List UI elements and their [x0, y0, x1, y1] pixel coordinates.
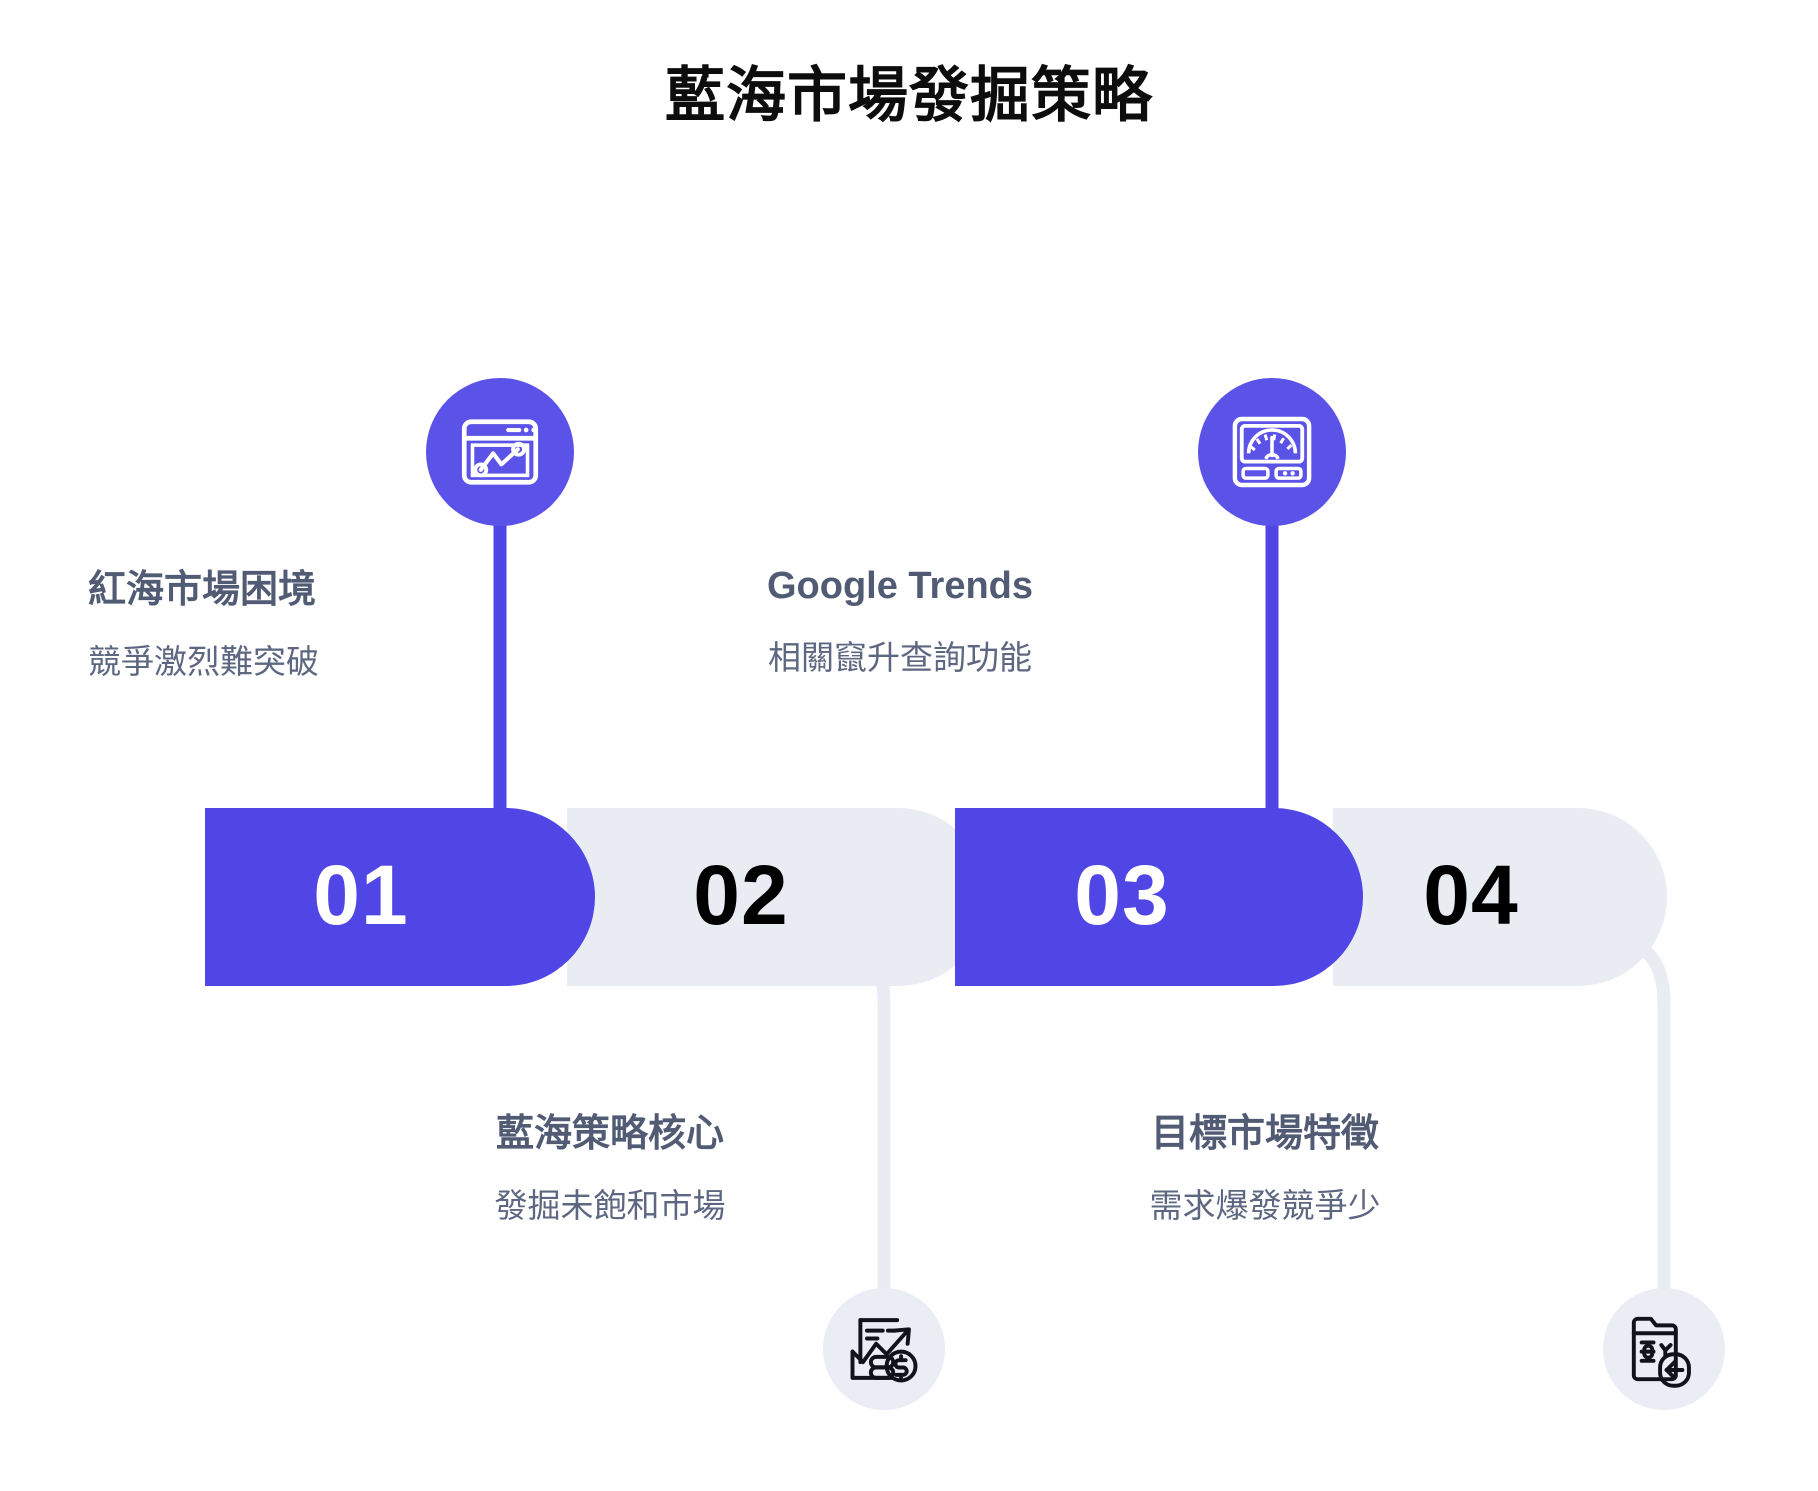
page-title: 藍海市場發掘策略 [665, 62, 1153, 129]
callout-step-01: 紅海市場困境 競爭激烈難突破 [88, 566, 428, 684]
gauge-meter-glyph [1232, 416, 1312, 488]
callout-subtitle-02: 發掘未飽和市場 [494, 1187, 726, 1225]
callout-step-02: 藍海策略核心 發掘未飽和市場 [400, 1110, 820, 1228]
callout-step-04: 目標市場特徵 需求爆發競爭少 [1055, 1110, 1475, 1228]
gauge-meter-icon[interactable] [1198, 378, 1346, 526]
document-tag-arrow-icon[interactable] [1603, 1288, 1725, 1410]
step-bar-03[interactable]: 03 [955, 808, 1363, 986]
callout-step-03: Google Trends 相關竄升查詢功能 [690, 562, 1110, 680]
step-bar-04[interactable]: 04 [1333, 808, 1667, 986]
step-bar-01[interactable]: 01 [205, 808, 595, 986]
document-tag-arrow-glyph [1631, 1316, 1691, 1388]
step-number-02: 02 [693, 848, 789, 942]
step-number-01: 01 [313, 848, 409, 942]
callout-title-02: 藍海策略核心 [495, 1113, 724, 1155]
callout-title-01: 紅海市場困境 [88, 569, 317, 611]
step-number-04: 04 [1423, 848, 1519, 942]
callout-title-04: 目標市場特徵 [1150, 1113, 1379, 1155]
callout-subtitle-04: 需求爆發競爭少 [1149, 1187, 1381, 1225]
step-bar-strip: 04 02 03 01 [205, 808, 1667, 986]
analytics-window-glyph [461, 419, 539, 485]
callout-subtitle-03: 相關竄升查詢功能 [768, 639, 1032, 677]
callout-subtitle-01: 競爭激烈難突破 [88, 643, 319, 681]
growth-chart-dollar-glyph [850, 1318, 918, 1383]
callout-title-03: Google Trends [766, 565, 1034, 607]
step-bar-02[interactable]: 02 [567, 808, 987, 986]
step-number-03: 03 [1074, 848, 1170, 942]
growth-chart-dollar-icon[interactable] [823, 1288, 945, 1410]
analytics-window-icon[interactable] [426, 378, 574, 526]
